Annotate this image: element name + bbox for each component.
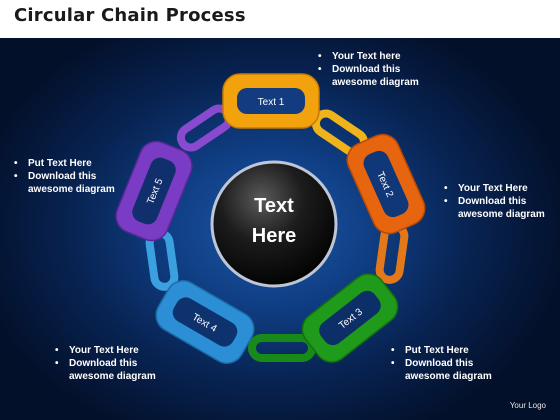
note-right-item-1: Your Text Here — [442, 182, 557, 195]
chain-link-2: Text 2 — [346, 133, 426, 235]
note-bottom-left: Your Text Here Download this awesome dia… — [53, 344, 173, 383]
note-bottom-right-item-1: Put Text Here — [389, 344, 509, 357]
slide-title: Circular Chain Process — [14, 5, 246, 26]
center-circle: Text Here — [210, 160, 338, 288]
connector-link-3-4 — [248, 334, 316, 362]
note-bottom-right-item-2: Download this awesome diagram — [389, 357, 509, 383]
footer-logo: Your Logo — [509, 401, 546, 410]
note-bottom-left-item-2: Download this awesome diagram — [53, 357, 173, 383]
note-top: Your Text here Download this awesome dia… — [316, 50, 446, 89]
chain-link-5: Text 5 — [115, 140, 193, 242]
note-top-item-1: Your Text here — [316, 50, 446, 63]
chain-link-4-hole — [172, 297, 238, 347]
chain-link-2-hole — [363, 150, 409, 218]
chain-link-4: Text 4 — [155, 280, 255, 364]
center-text-line1: Text — [254, 195, 294, 217]
chain-link-1: Text 1 — [222, 73, 320, 129]
chain-link-3-hole — [319, 290, 381, 346]
header-bar: Circular Chain Process — [0, 0, 560, 38]
diagram-stage: Text Here Text 1 Text 2 Text 3 — [0, 38, 560, 420]
chain-diagram: Text Here Text 1 Text 2 Text 3 — [115, 73, 426, 364]
chain-link-5-hole — [132, 157, 176, 225]
note-left: Put Text Here Download this awesome diag… — [12, 157, 127, 196]
note-right: Your Text Here Download this awesome dia… — [442, 182, 557, 221]
note-bottom-left-item-1: Your Text Here — [53, 344, 173, 357]
note-right-item-2: Download this awesome diagram — [442, 195, 557, 221]
note-top-item-2: Download this awesome diagram — [316, 63, 446, 89]
note-left-item-2: Download this awesome diagram — [12, 170, 127, 196]
chain-link-1-hole — [237, 88, 305, 114]
chain-link-3: Text 3 — [301, 273, 399, 363]
note-bottom-right: Put Text Here Download this awesome diag… — [389, 344, 509, 383]
note-left-item-1: Put Text Here — [12, 157, 127, 170]
center-text-line2: Here — [252, 225, 296, 247]
chain-link-1-label: Text 1 — [258, 97, 285, 108]
